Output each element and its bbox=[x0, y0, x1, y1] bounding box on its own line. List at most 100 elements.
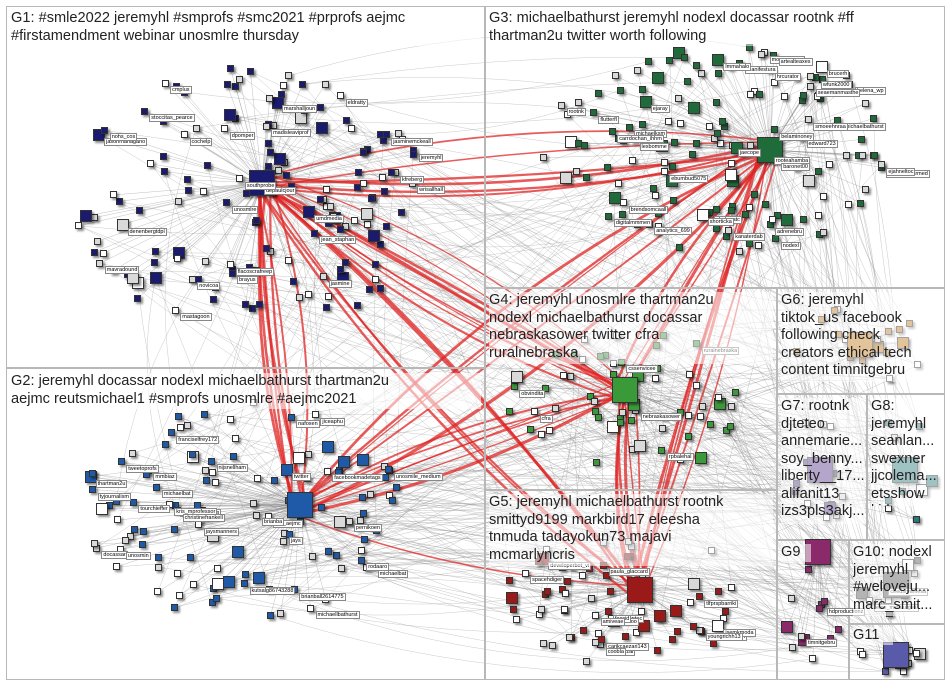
network-node bbox=[201, 258, 209, 266]
node-label: pernikoen bbox=[353, 524, 383, 533]
network-node bbox=[607, 588, 615, 596]
node-label: nafoxen bbox=[296, 420, 320, 429]
network-node bbox=[324, 292, 332, 300]
edge bbox=[217, 504, 301, 585]
edge bbox=[115, 127, 322, 502]
network-node bbox=[276, 609, 284, 617]
network-node bbox=[594, 90, 602, 98]
edge bbox=[261, 95, 341, 184]
edge bbox=[150, 163, 263, 184]
edge bbox=[270, 614, 813, 673]
network-node bbox=[639, 120, 647, 128]
edge bbox=[270, 145, 734, 616]
network-node bbox=[201, 410, 209, 418]
node-label: umdmedia bbox=[314, 215, 344, 223]
network-node bbox=[512, 616, 520, 624]
network-node bbox=[670, 196, 678, 204]
edge bbox=[197, 351, 797, 506]
network-node bbox=[651, 71, 664, 84]
network-node bbox=[171, 526, 179, 533]
network-node bbox=[254, 474, 262, 482]
edge bbox=[261, 133, 381, 184]
network-node bbox=[280, 464, 293, 477]
node-label: nebraskasower bbox=[640, 413, 682, 422]
node-label: tourchieffer bbox=[138, 505, 170, 514]
node-label: michaelbat bbox=[161, 490, 193, 499]
node-label: seaemanmasthe bbox=[815, 89, 861, 98]
network-node bbox=[592, 458, 600, 466]
network-node bbox=[377, 284, 385, 292]
network-node bbox=[695, 451, 708, 464]
edge bbox=[155, 182, 263, 279]
node-label: jasmine bbox=[328, 279, 352, 288]
network-node bbox=[176, 591, 184, 599]
edge bbox=[253, 179, 293, 502]
network-node bbox=[652, 375, 659, 383]
edge bbox=[392, 500, 602, 641]
hub-node bbox=[883, 642, 909, 668]
network-node bbox=[603, 163, 611, 171]
network-node bbox=[336, 226, 344, 234]
network-node bbox=[228, 269, 236, 277]
edge bbox=[375, 202, 624, 265]
edge bbox=[207, 165, 365, 540]
node-label: lexbomme bbox=[639, 142, 669, 151]
network-node bbox=[686, 598, 694, 606]
edge bbox=[299, 466, 386, 506]
network-node bbox=[505, 408, 513, 416]
network-node bbox=[241, 580, 248, 587]
network-node bbox=[770, 126, 778, 134]
node-label: flutterfl bbox=[598, 115, 619, 124]
network-node bbox=[271, 476, 279, 484]
network-node bbox=[75, 222, 83, 230]
edge bbox=[769, 149, 776, 239]
edge bbox=[235, 86, 544, 559]
edge bbox=[244, 504, 301, 584]
node-label: flacoscrafreep bbox=[235, 267, 275, 276]
network-node bbox=[665, 118, 673, 125]
network-node bbox=[726, 423, 734, 431]
network-node bbox=[616, 86, 624, 94]
network-node bbox=[671, 138, 679, 146]
edge bbox=[327, 551, 514, 611]
node-label: cmplus bbox=[170, 86, 192, 95]
node-label: nodexl bbox=[780, 241, 801, 250]
network-node bbox=[252, 572, 265, 585]
network-node bbox=[592, 611, 600, 619]
network-node bbox=[695, 627, 703, 635]
network-node bbox=[787, 595, 795, 603]
node-label: michaelbathurst bbox=[842, 123, 886, 132]
network-node bbox=[139, 540, 147, 548]
network-node bbox=[115, 197, 123, 205]
network-node bbox=[871, 152, 879, 160]
group-label-g3: G3: michaelbathurst jeremyhl nodexl doca… bbox=[489, 10, 941, 46]
network-node bbox=[285, 257, 293, 265]
network-node bbox=[637, 607, 645, 615]
network-node bbox=[551, 405, 559, 413]
edge bbox=[361, 559, 831, 640]
edge bbox=[269, 151, 777, 194]
network-node bbox=[290, 278, 298, 286]
network-node bbox=[295, 112, 308, 124]
network-node bbox=[322, 441, 335, 453]
network-node bbox=[633, 440, 646, 453]
edge bbox=[608, 149, 771, 217]
edge bbox=[259, 303, 621, 419]
edge bbox=[388, 455, 797, 484]
edge bbox=[99, 182, 263, 264]
node-label: christinefrankell bbox=[182, 513, 225, 522]
network-node bbox=[715, 393, 722, 401]
network-node bbox=[212, 479, 220, 486]
network-node bbox=[99, 249, 107, 257]
network-node bbox=[364, 220, 372, 228]
network-node bbox=[684, 412, 692, 420]
network-node bbox=[666, 56, 674, 64]
node-label: nohs_cos bbox=[109, 133, 138, 142]
network-node bbox=[559, 372, 567, 380]
network-node bbox=[546, 427, 554, 435]
edge bbox=[256, 219, 730, 516]
network-node bbox=[232, 83, 240, 91]
network-node bbox=[397, 209, 405, 217]
edge bbox=[155, 278, 270, 590]
edge bbox=[270, 183, 619, 616]
